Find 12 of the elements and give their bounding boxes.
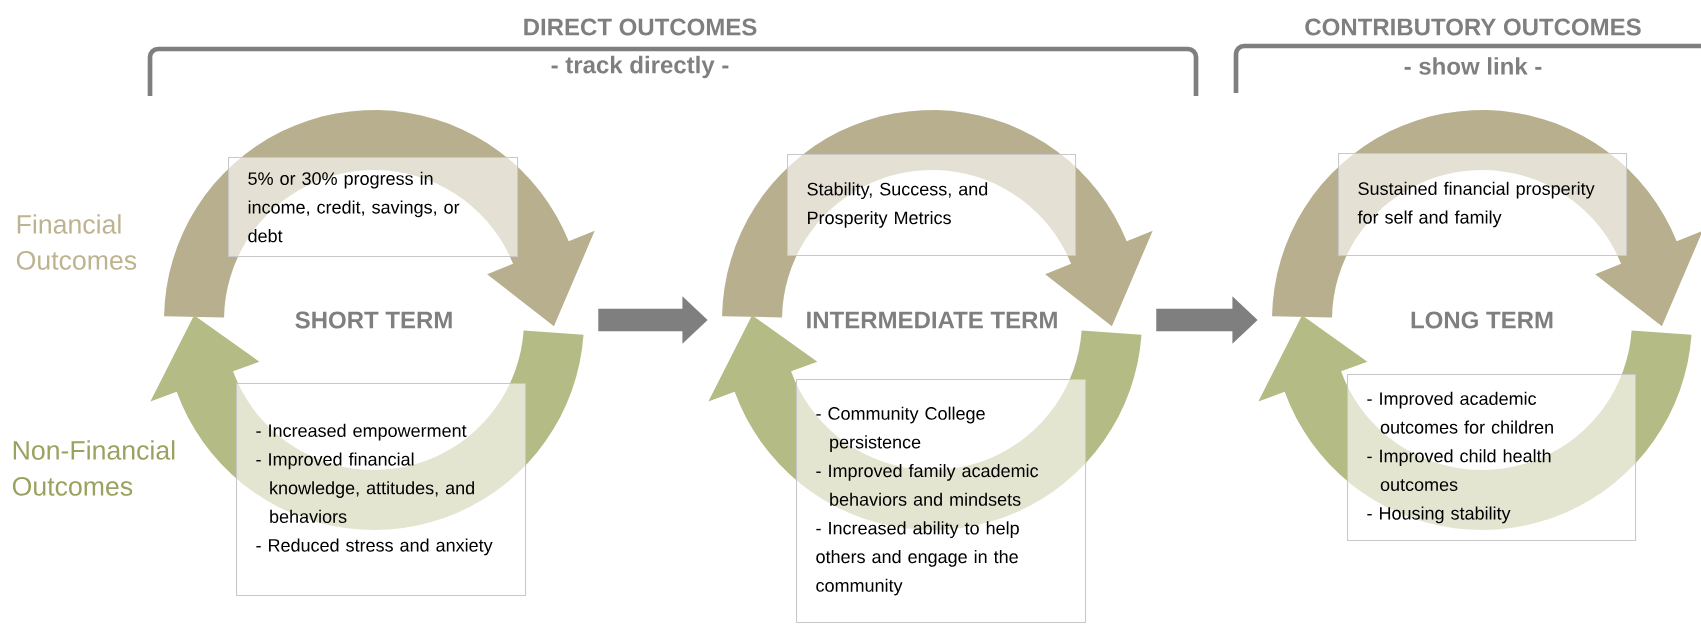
text-box: Sustained financial prosperity for self and family xyxy=(1338,153,1628,257)
text-box: Stability, Success, and Prosperity Metrics xyxy=(787,154,1077,257)
heading: DIRECT OUTCOMES xyxy=(524,18,757,36)
heading: CONTRIBUTORY OUTCOMES xyxy=(1305,18,1641,36)
row-label: Financial Outcomes xyxy=(16,214,137,270)
text-box: - Community College persistence - Improved family academic behaviors and mindsets - Increased ability to help others and engage in the community xyxy=(796,379,1087,624)
heading: - show link - xyxy=(1404,57,1542,75)
text-box: - Improved academic outcomes for children - Improved child health outcomes - Housing stability xyxy=(1347,374,1637,542)
heading: - track directly - xyxy=(551,55,729,79)
text-box: - Increased empowerment - Improved financial knowledge, attitudes, and behaviors - Reduced stress and anxiety xyxy=(236,383,527,597)
text-box: 5% or 30% progress in income, credit, savings, or debt xyxy=(228,157,519,258)
row-label: Non-Financial Outcomes xyxy=(12,440,175,496)
